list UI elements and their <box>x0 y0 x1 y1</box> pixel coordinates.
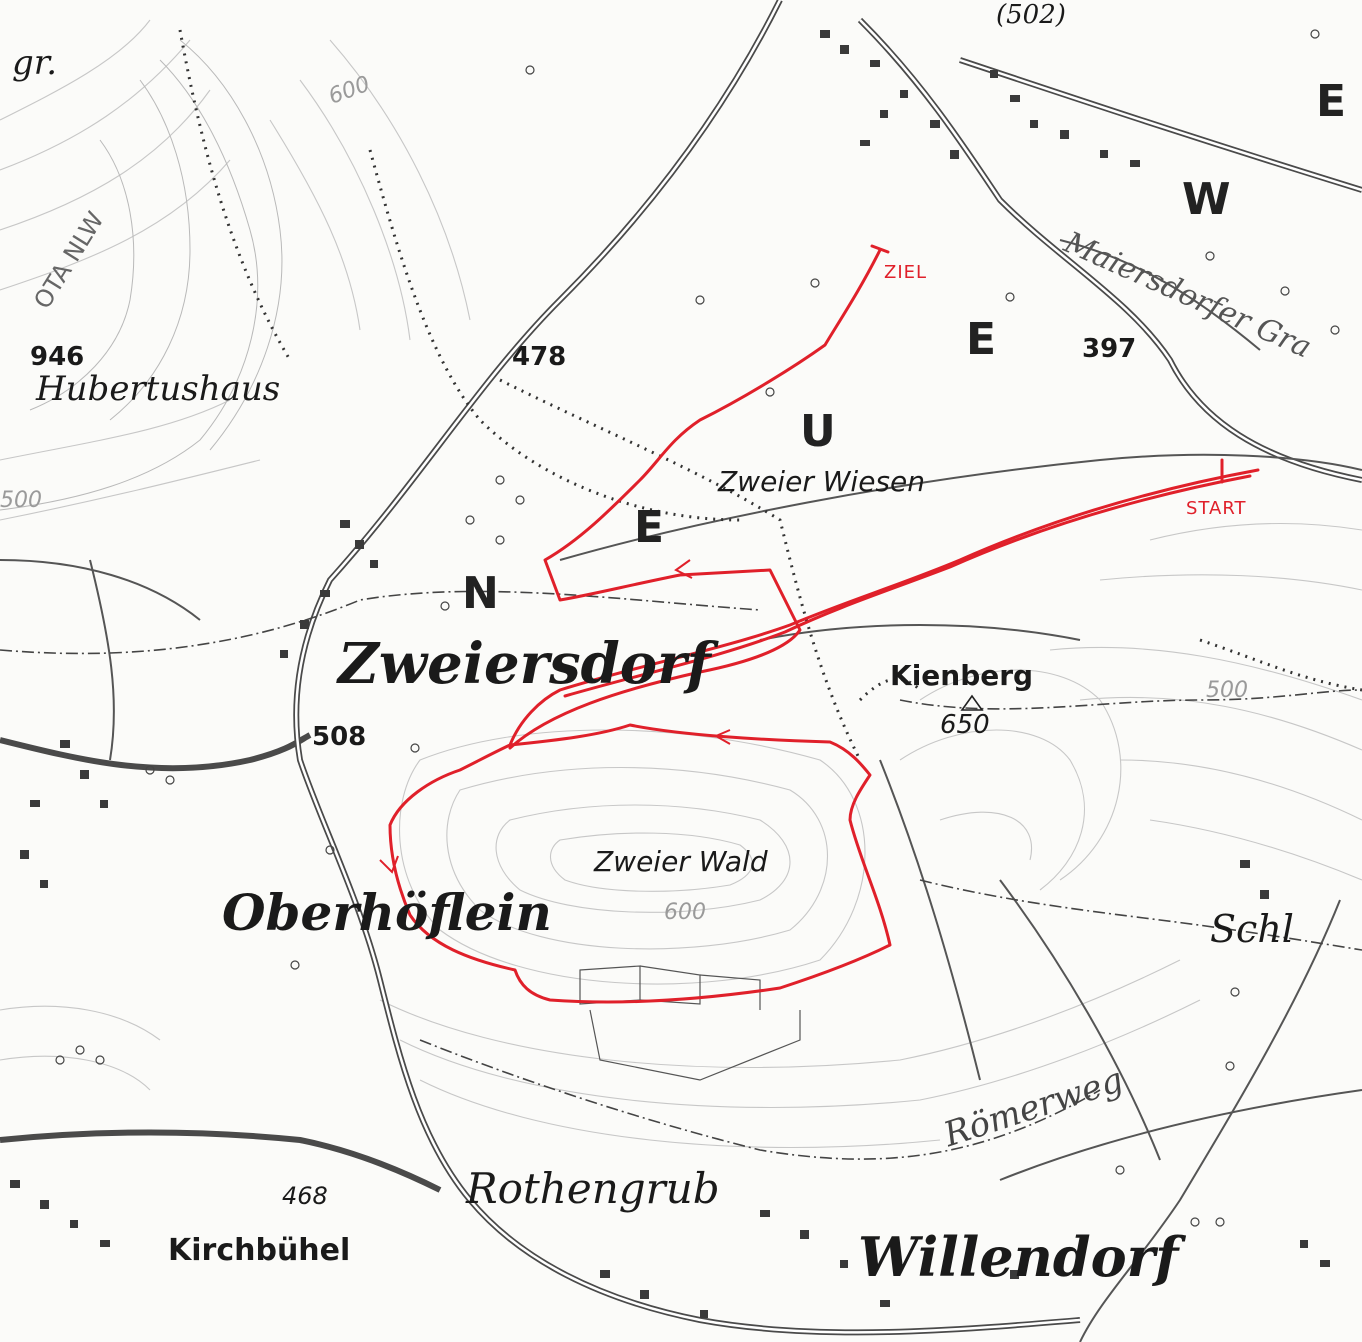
tree-symbols <box>55 29 1340 1227</box>
area-zweier-wiesen: Zweier Wiesen <box>718 465 925 498</box>
region-letter-w: W <box>1182 174 1231 225</box>
place-rothengrub: Rothengrub <box>466 1164 720 1213</box>
height-478: 478 <box>512 342 567 372</box>
region-letter-u: U <box>800 406 836 457</box>
place-willendorf: Willendorf <box>858 1225 1179 1289</box>
main-roads-core <box>295 0 1362 1334</box>
height-946: 946 <box>30 342 85 372</box>
road-502: (502) <box>996 0 1066 30</box>
buildings <box>10 30 1330 1318</box>
place-hubertushaus: Hubertushaus <box>36 369 281 409</box>
boundary-lines <box>0 590 1362 1160</box>
region-letter-e3: E <box>1316 76 1347 127</box>
region-letter-e2: E <box>966 314 997 365</box>
route-arrows <box>379 559 731 874</box>
route-start-label: START <box>1186 498 1247 519</box>
label-gr: gr. <box>12 43 58 83</box>
region-letter-n: N <box>462 568 499 619</box>
contour-600-wald: 600 <box>664 900 706 925</box>
area-kienberg: Kienberg <box>890 659 1034 692</box>
place-oberhoeflein: Oberhöflein <box>222 883 552 942</box>
height-650: 650 <box>940 710 990 740</box>
field-parcels <box>579 965 801 1081</box>
rock-hatching <box>0 39 283 511</box>
route-end-label: ZIEL <box>884 262 928 283</box>
place-kirchbuehel: Kirchbühel <box>168 1233 351 1268</box>
hiking-route <box>388 244 1260 1004</box>
summit-triangle <box>960 694 984 711</box>
height-468: 468 <box>282 1182 328 1210</box>
contour-500: 500 <box>1206 678 1248 703</box>
contour-500-left: 500 <box>0 488 42 513</box>
place-schl: Schl <box>1210 907 1294 951</box>
region-letter-e1: E <box>634 502 665 553</box>
height-508: 508 <box>312 722 367 752</box>
height-397: 397 <box>1082 334 1137 364</box>
secondary-roads <box>0 239 1362 1342</box>
place-zweiersdorf: Zweiersdorf <box>338 631 711 697</box>
area-zweier-wald: Zweier Wald <box>594 845 768 878</box>
contour-lines <box>0 19 1362 1149</box>
dotted-paths <box>178 29 1362 761</box>
